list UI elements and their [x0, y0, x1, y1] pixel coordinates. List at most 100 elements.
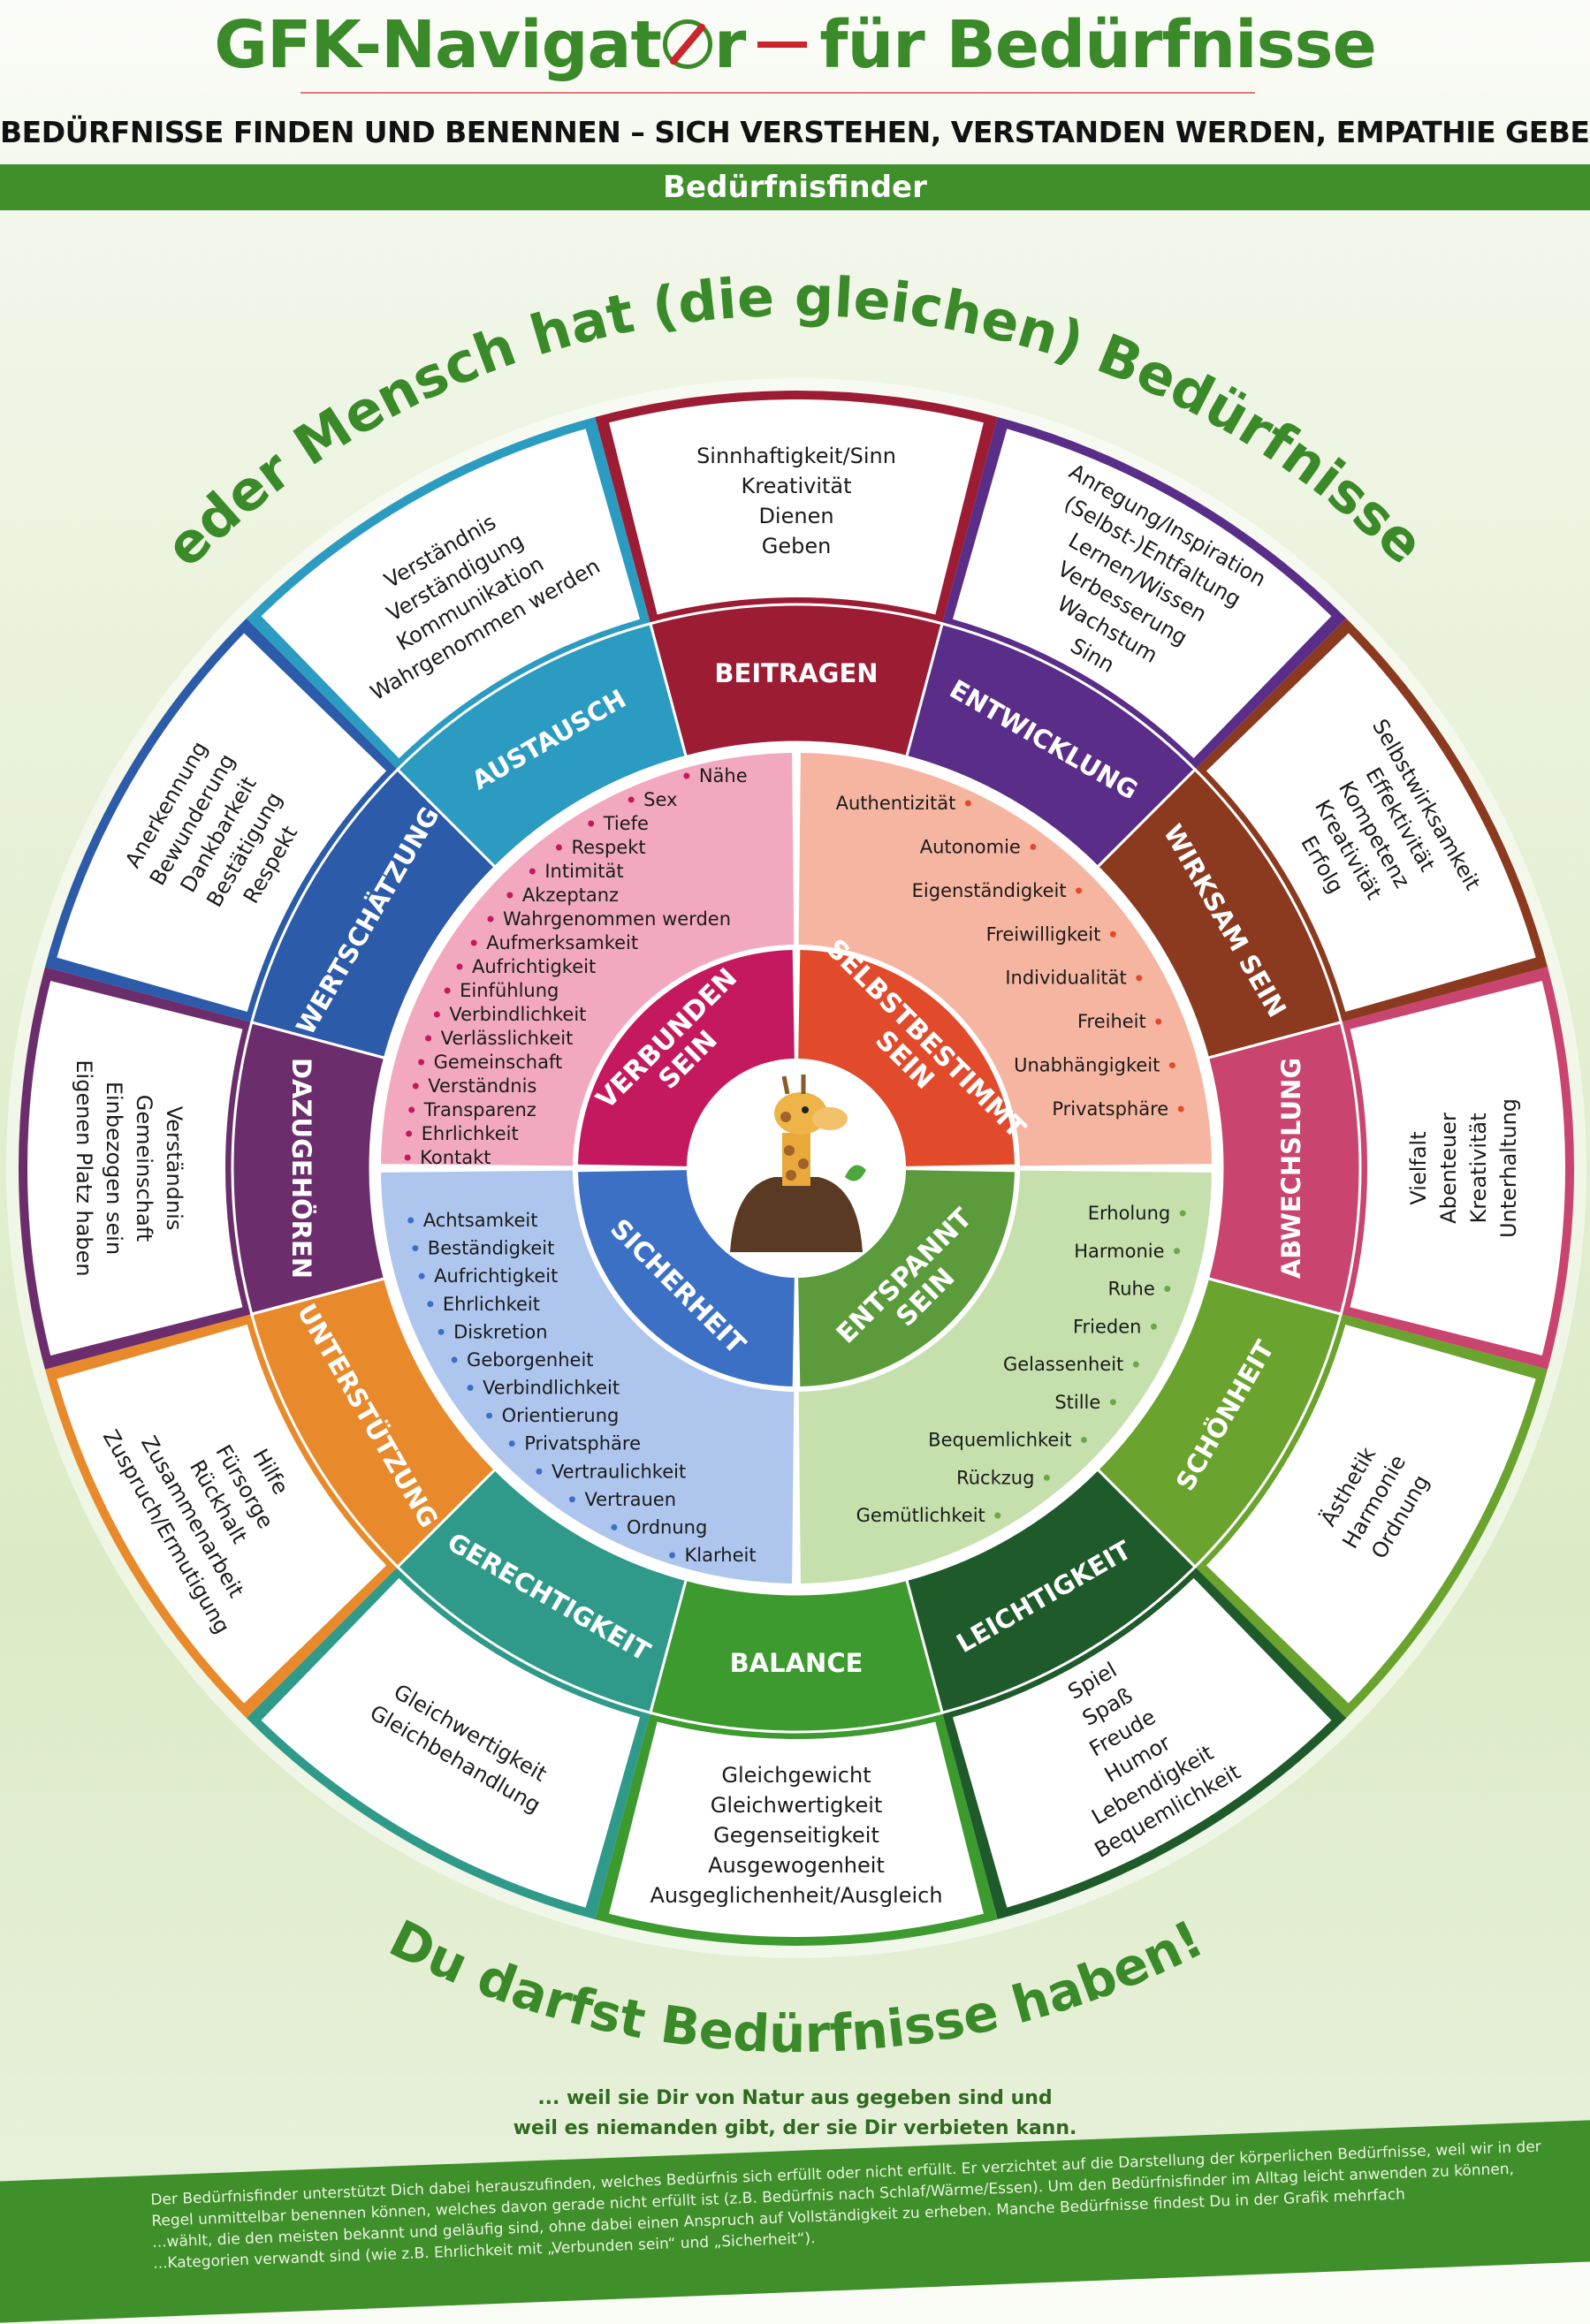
quadrant-item: Privatsphäre: [1052, 1098, 1168, 1120]
quadrant-item: Tiefe: [603, 813, 649, 834]
bullet-dot: [486, 1412, 493, 1419]
outer-segment-leichtigkeit: [952, 1577, 1332, 1908]
outer-segment-unterstützung: [57, 1324, 387, 1704]
giraffe-spot: [786, 1170, 796, 1181]
quadrant-core-entspannt-sein: [798, 1170, 1015, 1386]
quadrant-item: Autonomie: [920, 836, 1021, 857]
giraffe-head: [774, 1092, 827, 1135]
sub-line-2: weil es niemanden gibt, der sie Dir verb…: [513, 2117, 1077, 2139]
category-need: Ausgewogenheit: [708, 1853, 885, 1878]
giraffe-eye: [802, 1106, 809, 1113]
category-need-group: GleichgewichtGleichwertigkeitGegenseitig…: [650, 1763, 942, 1908]
quadrant-item: Ordnung: [627, 1516, 707, 1538]
quadrant-item: Gemeinschaft: [434, 1052, 563, 1073]
bullet-dot: [1150, 1323, 1157, 1330]
bullet-dot: [529, 868, 536, 875]
bullet-dot: [669, 1552, 676, 1559]
quadrant-item: Diskretion: [453, 1321, 547, 1342]
bullet-dot: [1155, 1018, 1162, 1025]
quadrant-item: Verbindlichkeit: [483, 1378, 620, 1399]
quadrant-item: Geborgenheit: [467, 1349, 594, 1371]
category-label: BEITRAGEN: [714, 658, 878, 688]
quadrant-item: Harmonie: [1074, 1241, 1164, 1262]
quadrant-item: Akzeptanz: [522, 885, 619, 906]
title-text-start: GFK-Navigat: [214, 7, 662, 83]
quadrant-item: Ehrlichkeit: [422, 1123, 519, 1144]
category-need: Vielfalt: [1406, 1131, 1431, 1204]
bullet-dot: [433, 1011, 440, 1018]
quadrant-item: Klarheit: [685, 1545, 757, 1566]
outer-segment-schönheit: [1206, 1324, 1536, 1704]
giraffe-spot: [798, 1158, 809, 1169]
quadrant-item: Orientierung: [502, 1405, 620, 1426]
quadrant-core-sicherheit: [578, 1170, 795, 1386]
outer-segment-gerechtigkeit: [261, 1577, 641, 1908]
quadrant-item: Aufrichtigkeit: [434, 1265, 558, 1287]
quadrant-item: Erholung: [1088, 1203, 1170, 1224]
bullet-dot: [628, 796, 635, 803]
quadrant-item: Bequemlichkeit: [928, 1430, 1071, 1451]
quadrant-list-area: [381, 1170, 795, 1584]
category-need: Verständnis: [162, 1106, 186, 1231]
giraffe-jacket: [730, 1177, 863, 1252]
category-need: Kreativität: [1466, 1113, 1491, 1223]
quadrant-item: Ehrlichkeit: [443, 1294, 540, 1315]
subtitle: BEDÜRFNISSE FINDEN UND BENENNEN – SICH V…: [0, 115, 1590, 149]
bullet-dot: [588, 820, 595, 827]
quadrant-item: Intimität: [544, 861, 623, 882]
quadrant-item: Frieden: [1073, 1316, 1142, 1337]
quadrant-item: Verständnis: [428, 1075, 536, 1097]
quadrant-item: Freiwilligkeit: [986, 923, 1101, 945]
quadrant-item: Wahrgenommen werden: [503, 908, 731, 930]
quadrant-item: Rückzug: [956, 1467, 1034, 1488]
leaf-heart-icon: [845, 1165, 866, 1181]
bullet-dot: [1076, 887, 1083, 894]
bullet-dot: [456, 963, 463, 970]
quadrant-item: Kontakt: [420, 1147, 491, 1168]
outer-segment-balance: [609, 1721, 984, 1937]
quadrant-list-area: [381, 753, 795, 1166]
quadrant-item: Stille: [1054, 1392, 1100, 1413]
bullet-dot: [1168, 1062, 1175, 1069]
quadrant-item: Achtsamkeit: [423, 1210, 538, 1231]
bullet-dot: [555, 844, 562, 851]
category-need: Sinnhaftigkeit/Sinn: [696, 444, 896, 468]
quadrant-item: Freiheit: [1077, 1011, 1146, 1032]
bullet-dot: [683, 772, 690, 779]
giraffe-horn: [781, 1075, 790, 1095]
quadrant-item: Respekt: [571, 837, 645, 858]
bullet-dot: [1164, 1286, 1171, 1292]
compass-logo-icon: [662, 19, 712, 69]
quadrant-item: Vertraulichkeit: [552, 1461, 686, 1482]
giraffe-spot: [780, 1112, 791, 1122]
needs-wheel-diagram: BEITRAGEN Sinnhaftigkeit/SinnKreativitätD…: [0, 0, 1574, 2065]
bullet-dot: [404, 1154, 411, 1161]
category-need: Eigenen Platz haben: [72, 1059, 96, 1276]
sub-line-1: ... weil sie Dir von Natur aus gegeben s…: [537, 2087, 1053, 2109]
category-label: BALANCE: [730, 1648, 863, 1678]
bullet-dot: [408, 1106, 415, 1113]
outer-segment-beitragen: [609, 399, 984, 615]
quadrant-item: Verbindlichkeit: [449, 1004, 586, 1025]
category-need: Gleichgewicht: [721, 1763, 871, 1788]
quadrant-item: Gemütlichkeit: [856, 1505, 985, 1526]
category-need: Gleichwertigkeit: [711, 1793, 883, 1818]
bullet-dot: [1109, 1399, 1116, 1406]
bullet-dot: [444, 987, 451, 994]
quadrant-item: Nähe: [699, 765, 748, 786]
category-need: Abenteuer: [1436, 1113, 1461, 1224]
quadrant-core-verbunden-sein: [578, 950, 795, 1166]
giraffe-snout: [812, 1107, 848, 1130]
quadrant-item: Transparenz: [423, 1099, 536, 1120]
title-text-end: r: [713, 7, 746, 83]
bullet-dot: [412, 1245, 419, 1252]
outer-segment-entwicklung: [952, 429, 1332, 759]
quadrant-list-area: [798, 753, 1212, 1166]
bullet-dot: [1043, 1474, 1050, 1481]
quadrant-item: Unabhängigkeit: [1014, 1055, 1160, 1076]
quadrant-item: Verlässlichkeit: [441, 1028, 574, 1049]
bullet-dot: [451, 1356, 458, 1363]
